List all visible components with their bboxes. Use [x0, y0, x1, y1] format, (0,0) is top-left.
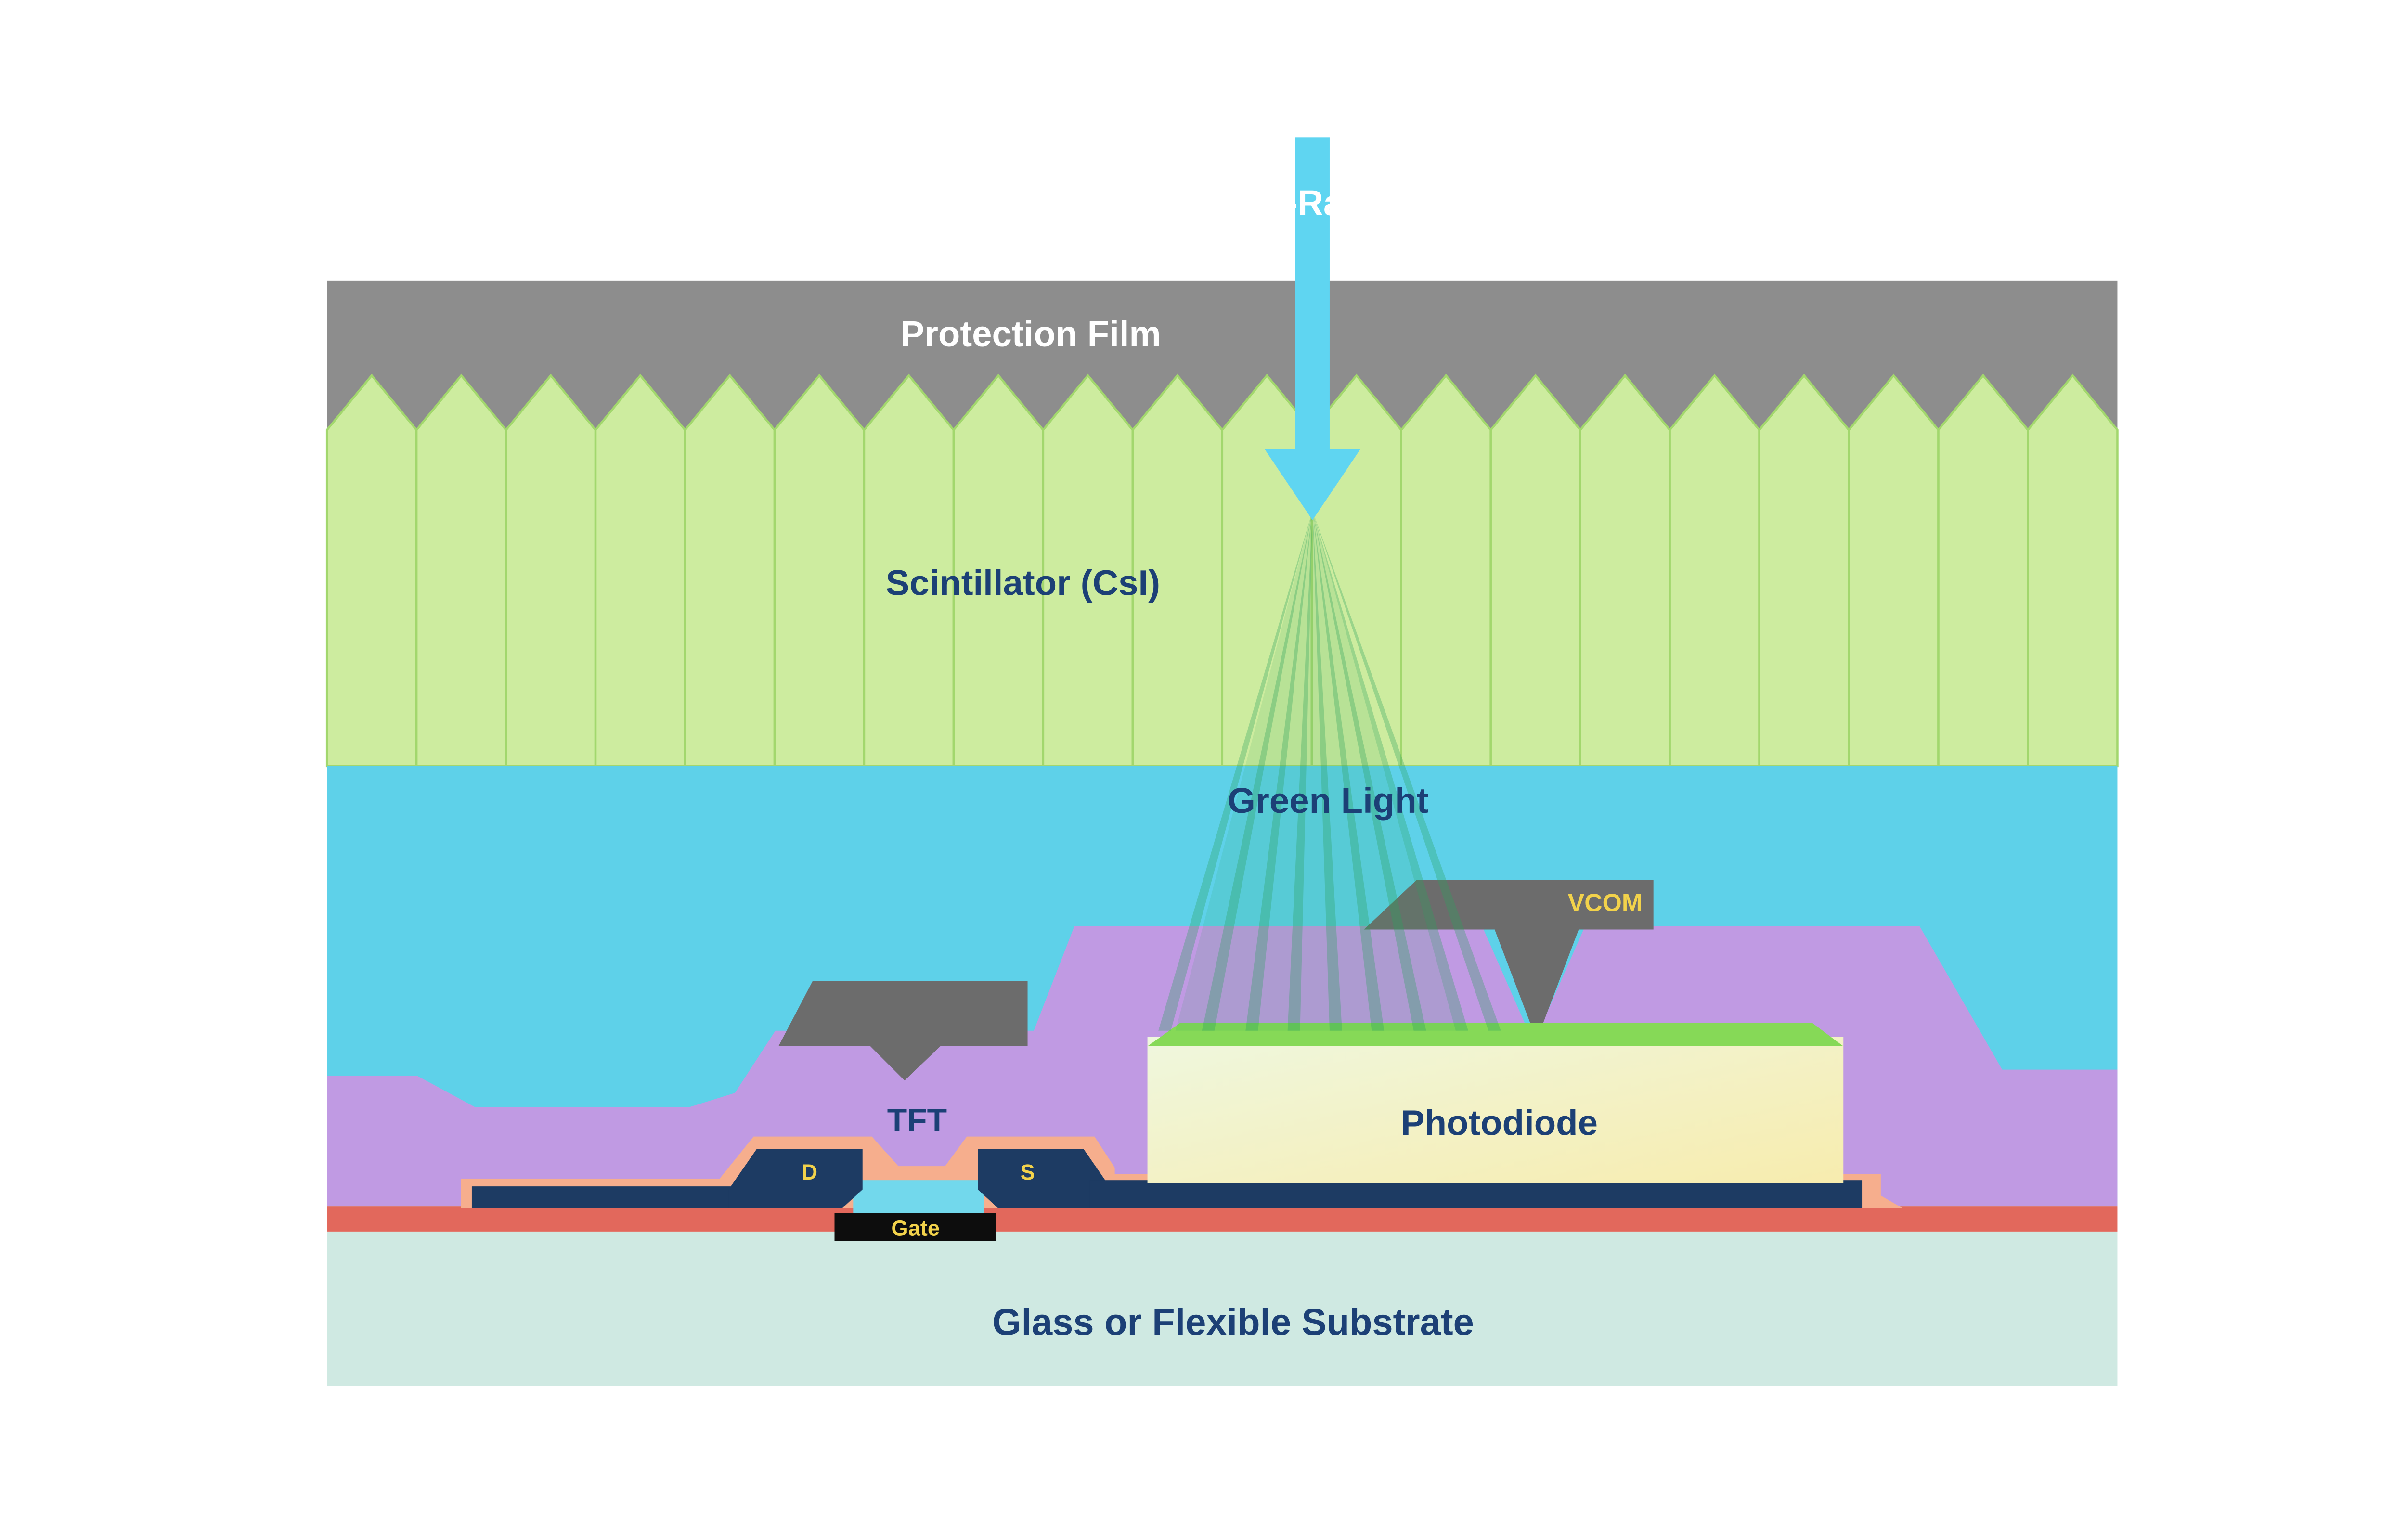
gate-insulator-line: [327, 1206, 2118, 1232]
tft-channel: [853, 1180, 984, 1218]
scintillator-column: [1579, 373, 1671, 768]
photodiode-body: [1147, 1037, 1844, 1183]
scintillator-column: [505, 373, 597, 768]
drain-electrode: [728, 1149, 863, 1208]
scintillator-column: [1758, 373, 1850, 768]
gate-label: Gate: [891, 1216, 940, 1241]
scintillator-column: [1400, 373, 1492, 768]
scintillator-column: [594, 373, 686, 768]
scintillator-column: [684, 373, 776, 768]
scintillator-column: [325, 373, 418, 768]
scintillator-column: [773, 373, 866, 768]
source-electrode: [978, 1149, 1112, 1208]
vcom-label: VCOM: [1568, 888, 1643, 916]
xray-arrow-head: [1264, 449, 1361, 520]
scintillator-column: [1489, 373, 1581, 768]
scintillator-label: Scintillator (CsI): [886, 563, 1160, 603]
storage-electrode: [778, 981, 1028, 1081]
photodiode-top-contact: [1147, 1023, 1844, 1047]
protection-film-label: Protection Film: [900, 314, 1161, 354]
green-light-cone: [1175, 511, 1456, 1031]
xray-arrow-shaft: [1295, 137, 1330, 452]
photodiode-label: Photodiode: [1401, 1103, 1598, 1143]
substrate-label: Glass or Flexible Substrate: [992, 1301, 1474, 1343]
scintillator-layer: [325, 373, 2119, 768]
scintillator-column: [415, 373, 507, 768]
photodiode-bottom-electrode: [1089, 1180, 1863, 1208]
drain-label: D: [802, 1160, 817, 1184]
green-light-ray: [1312, 511, 1385, 1031]
vcom-electrode: [1364, 880, 1654, 1040]
source-label: S: [1020, 1160, 1035, 1184]
scintillator-column: [1937, 373, 2029, 768]
scintillator-column: [1848, 373, 1940, 768]
gate-electrode: [834, 1213, 996, 1241]
data-line-left: [471, 1186, 732, 1208]
green-light-label: Green Light: [1228, 781, 1428, 821]
substrate-layer: [327, 1231, 2118, 1386]
scintillator-column: [2027, 373, 2119, 768]
scintillator-column: [1669, 373, 1760, 768]
tft-label: TFT: [887, 1102, 947, 1138]
xray-label: X-Ray: [1262, 183, 1363, 223]
